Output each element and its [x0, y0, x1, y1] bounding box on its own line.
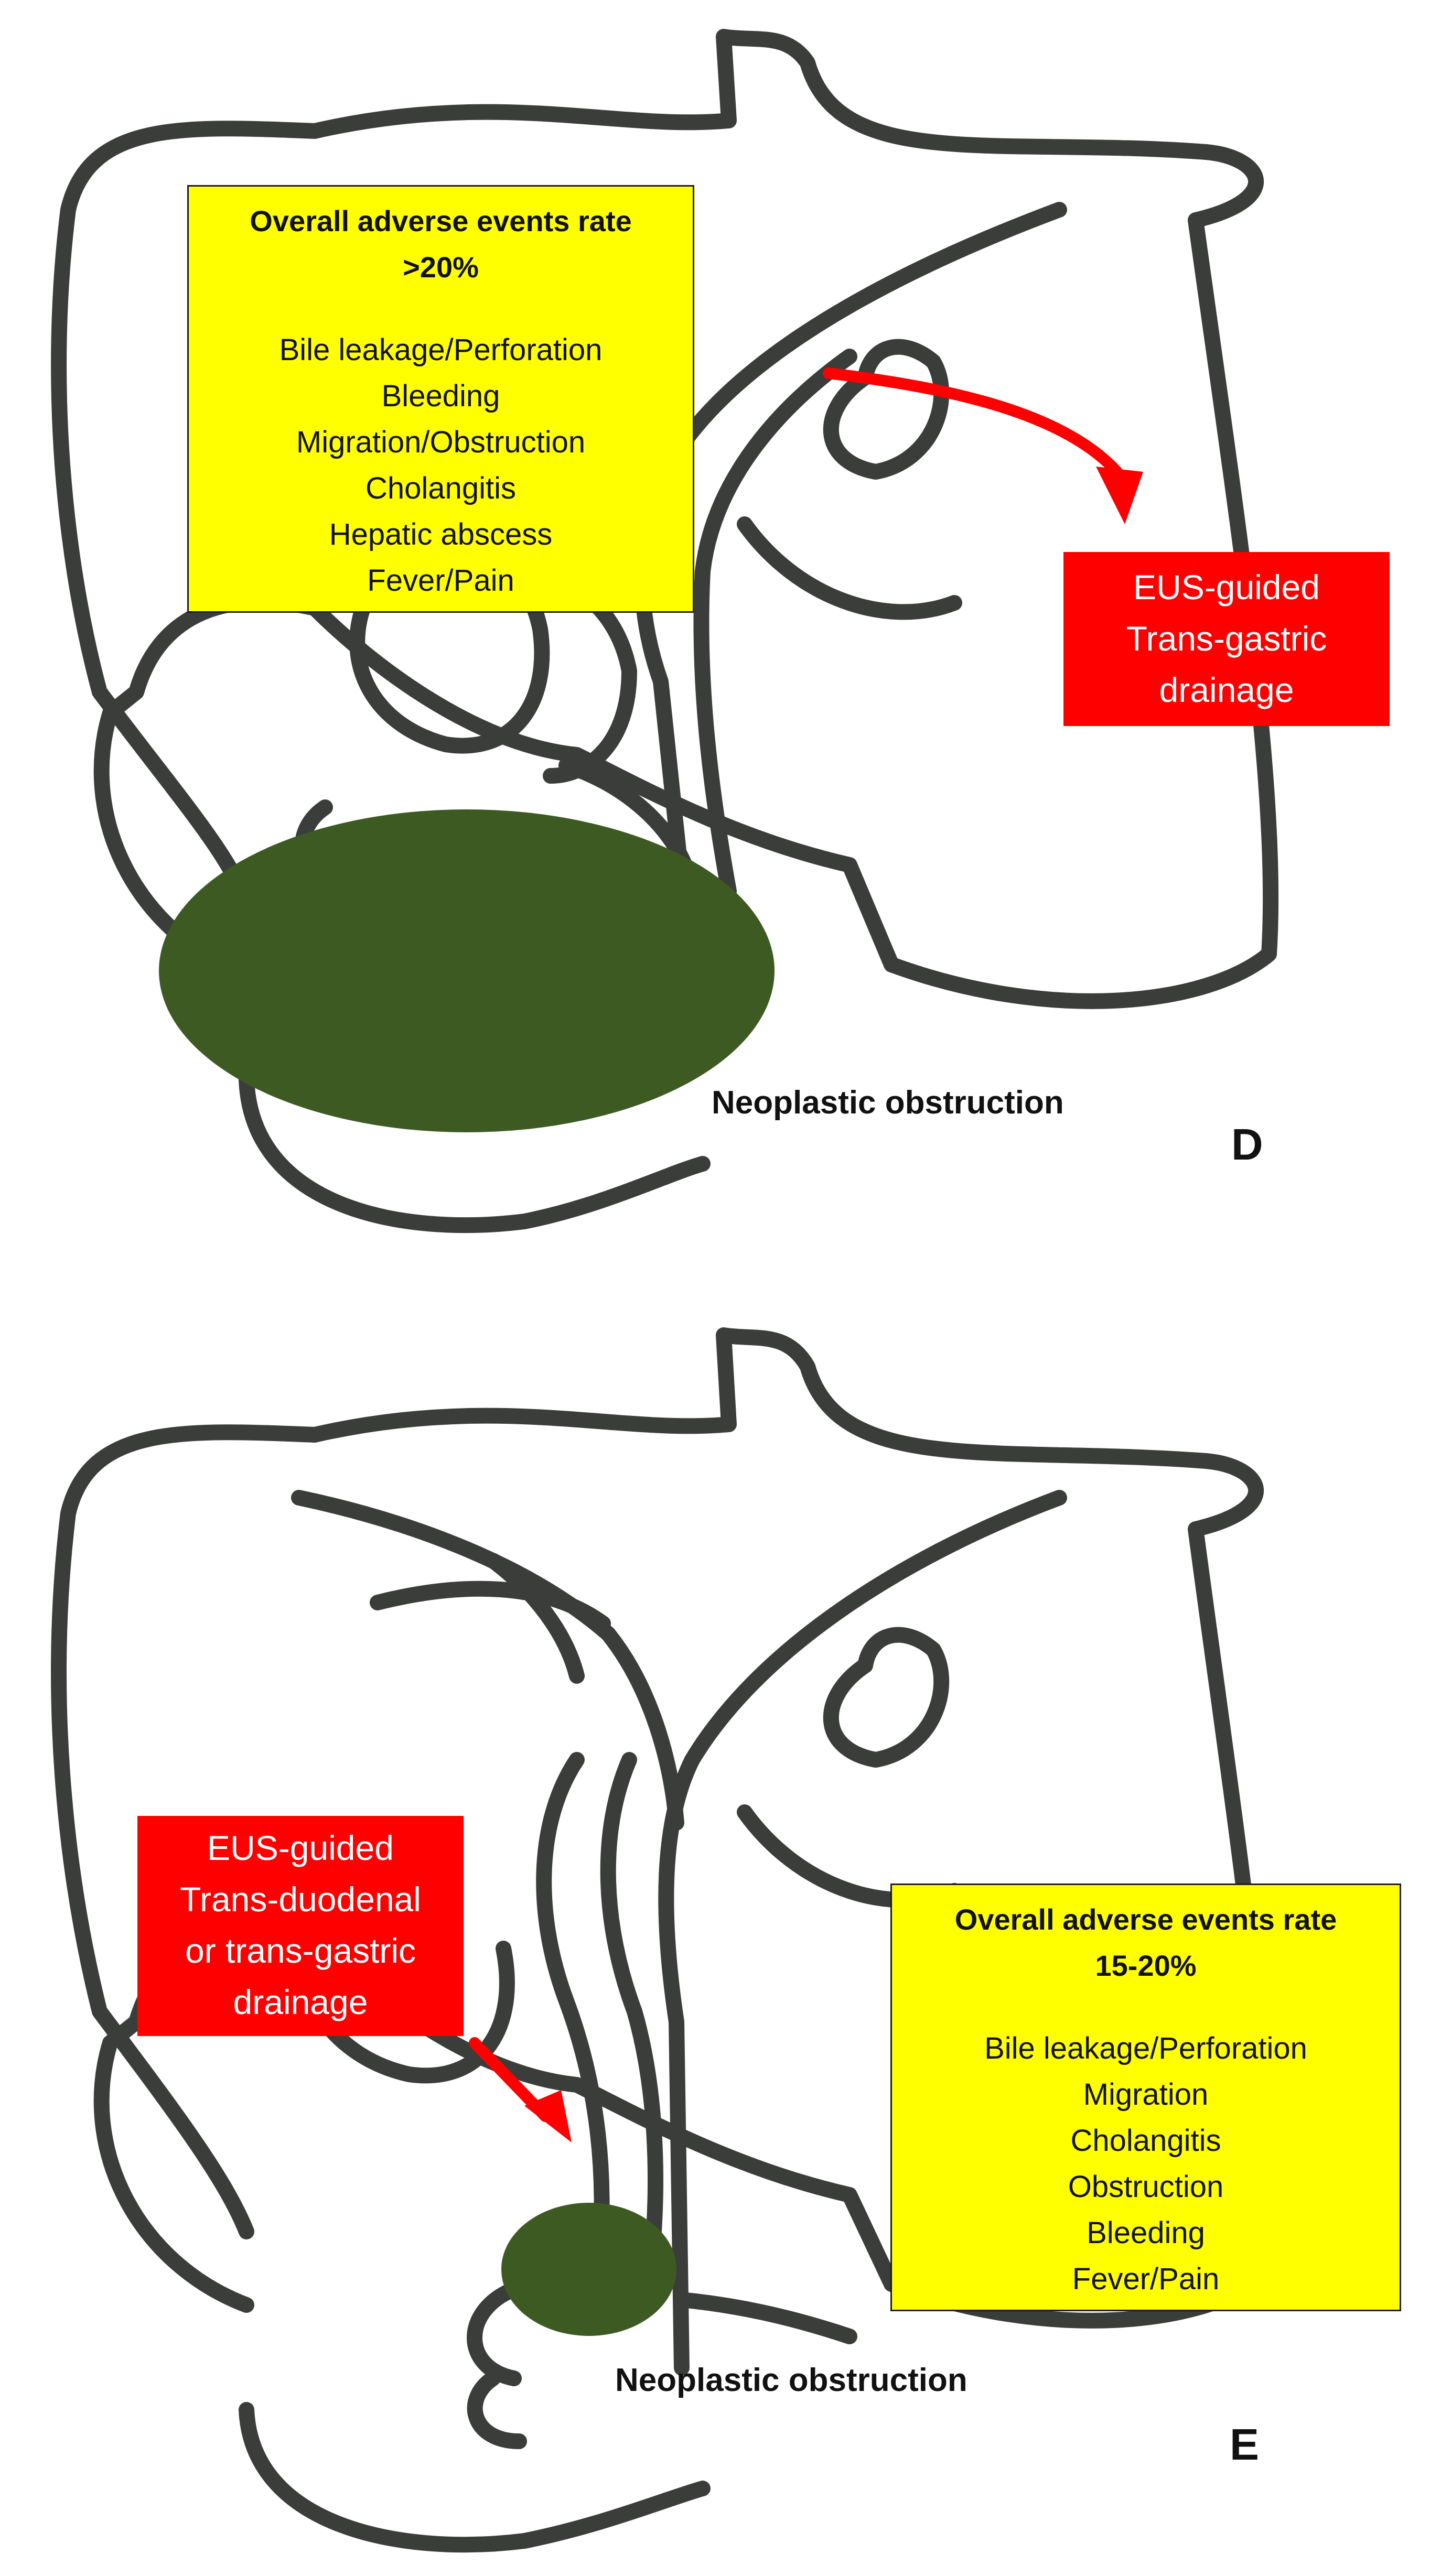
pancreas-loop: [239, 2402, 711, 2553]
adverse-events-list: Bile leakage/Perforation Migration Chola…: [892, 2026, 1400, 2302]
adverse-event-item: Fever/Pain: [367, 564, 514, 598]
adverse-event-item: Bleeding: [381, 379, 500, 413]
adverse-event-item: Bile leakage/Perforation: [984, 2031, 1307, 2065]
duodenum-loop-lower: [467, 2371, 527, 2449]
procedure-line: EUS-guided: [1133, 568, 1320, 607]
adverse-events-box-e: Overall adverse events rate 15-20% Bile …: [890, 1884, 1401, 2311]
adverse-event-item: Obstruction: [1068, 2170, 1224, 2204]
bile-duct-branch: [823, 339, 950, 480]
adverse-title-line2: >20%: [403, 251, 479, 284]
adverse-events-list: Bile leakage/Perforation Bleeding Migrat…: [189, 327, 693, 604]
neoplastic-obstruction-label: Neoplastic obstruction: [712, 1085, 1064, 1121]
procedure-line: EUS-guided: [207, 1828, 394, 1867]
adverse-event-item: Hepatic abscess: [329, 517, 553, 551]
duodenum-lower: [558, 757, 695, 878]
adverse-title-line1: Overall adverse events rate: [954, 1903, 1337, 1936]
common-bile-duct: [536, 1752, 610, 2281]
procedure-line: Trans-duodenal: [180, 1880, 421, 1919]
adverse-event-item: Bile leakage/Perforation: [279, 333, 603, 367]
drainage-arrow: [823, 367, 1123, 478]
pancreas-loop: [239, 1072, 711, 1233]
bile-duct-right-branch: [823, 1627, 950, 1768]
bile-duct-inner: [737, 516, 962, 620]
panel-d: Overall adverse events rate >20% Bile le…: [51, 29, 1390, 1233]
adverse-title-line2: 15-20%: [1095, 1949, 1197, 1982]
adverse-event-item: Cholangitis: [365, 471, 516, 505]
procedure-box-e: EUS-guided Trans-duodenal or trans-gastr…: [137, 1816, 464, 2036]
panel-e: Overall adverse events rate 15-20% Bile …: [0, 1288, 1430, 2576]
duodenum-line: [674, 2292, 857, 2344]
drainage-arrow-head: [524, 2090, 572, 2142]
adverse-events-box-d: Overall adverse events rate >20% Bile le…: [187, 185, 694, 613]
procedure-line: drainage: [1159, 670, 1294, 709]
bile-duct-right: [658, 1490, 1067, 2376]
adverse-event-item: Migration: [1083, 2077, 1209, 2112]
neoplastic-obstruction-mass: [159, 809, 775, 1132]
adverse-event-item: Bleeding: [1087, 2216, 1205, 2250]
adverse-title-line1: Overall adverse events rate: [250, 204, 632, 237]
procedure-line: Trans-gastric: [1126, 619, 1327, 658]
bile-duct-left-fork: [370, 1581, 611, 1631]
neoplastic-obstruction-label: Neoplastic obstruction: [615, 2362, 967, 2398]
neoplastic-obstruction-mass: [501, 2203, 676, 2336]
adverse-event-item: Migration/Obstruction: [296, 425, 586, 459]
bile-duct-right: [693, 349, 857, 899]
bile-duct-left-fork-inner: [485, 1553, 585, 1684]
procedure-box-d: EUS-guided Trans-gastric drainage: [1063, 552, 1390, 726]
drainage-arrow-head: [1096, 467, 1143, 524]
common-bile-duct-inner: [600, 1752, 663, 2281]
procedure-line: or trans-gastric: [185, 1931, 416, 1970]
procedure-line: drainage: [233, 1983, 368, 2021]
panel-letter: D: [1231, 1120, 1263, 1169]
adverse-event-item: Fever/Pain: [1072, 2262, 1220, 2296]
duodenum-loop: [467, 2281, 522, 2386]
panel-letter: E: [1230, 2420, 1260, 2469]
liver-biliary-illustration-d: [51, 29, 1279, 1233]
adverse-event-item: Cholangitis: [1070, 2124, 1221, 2158]
